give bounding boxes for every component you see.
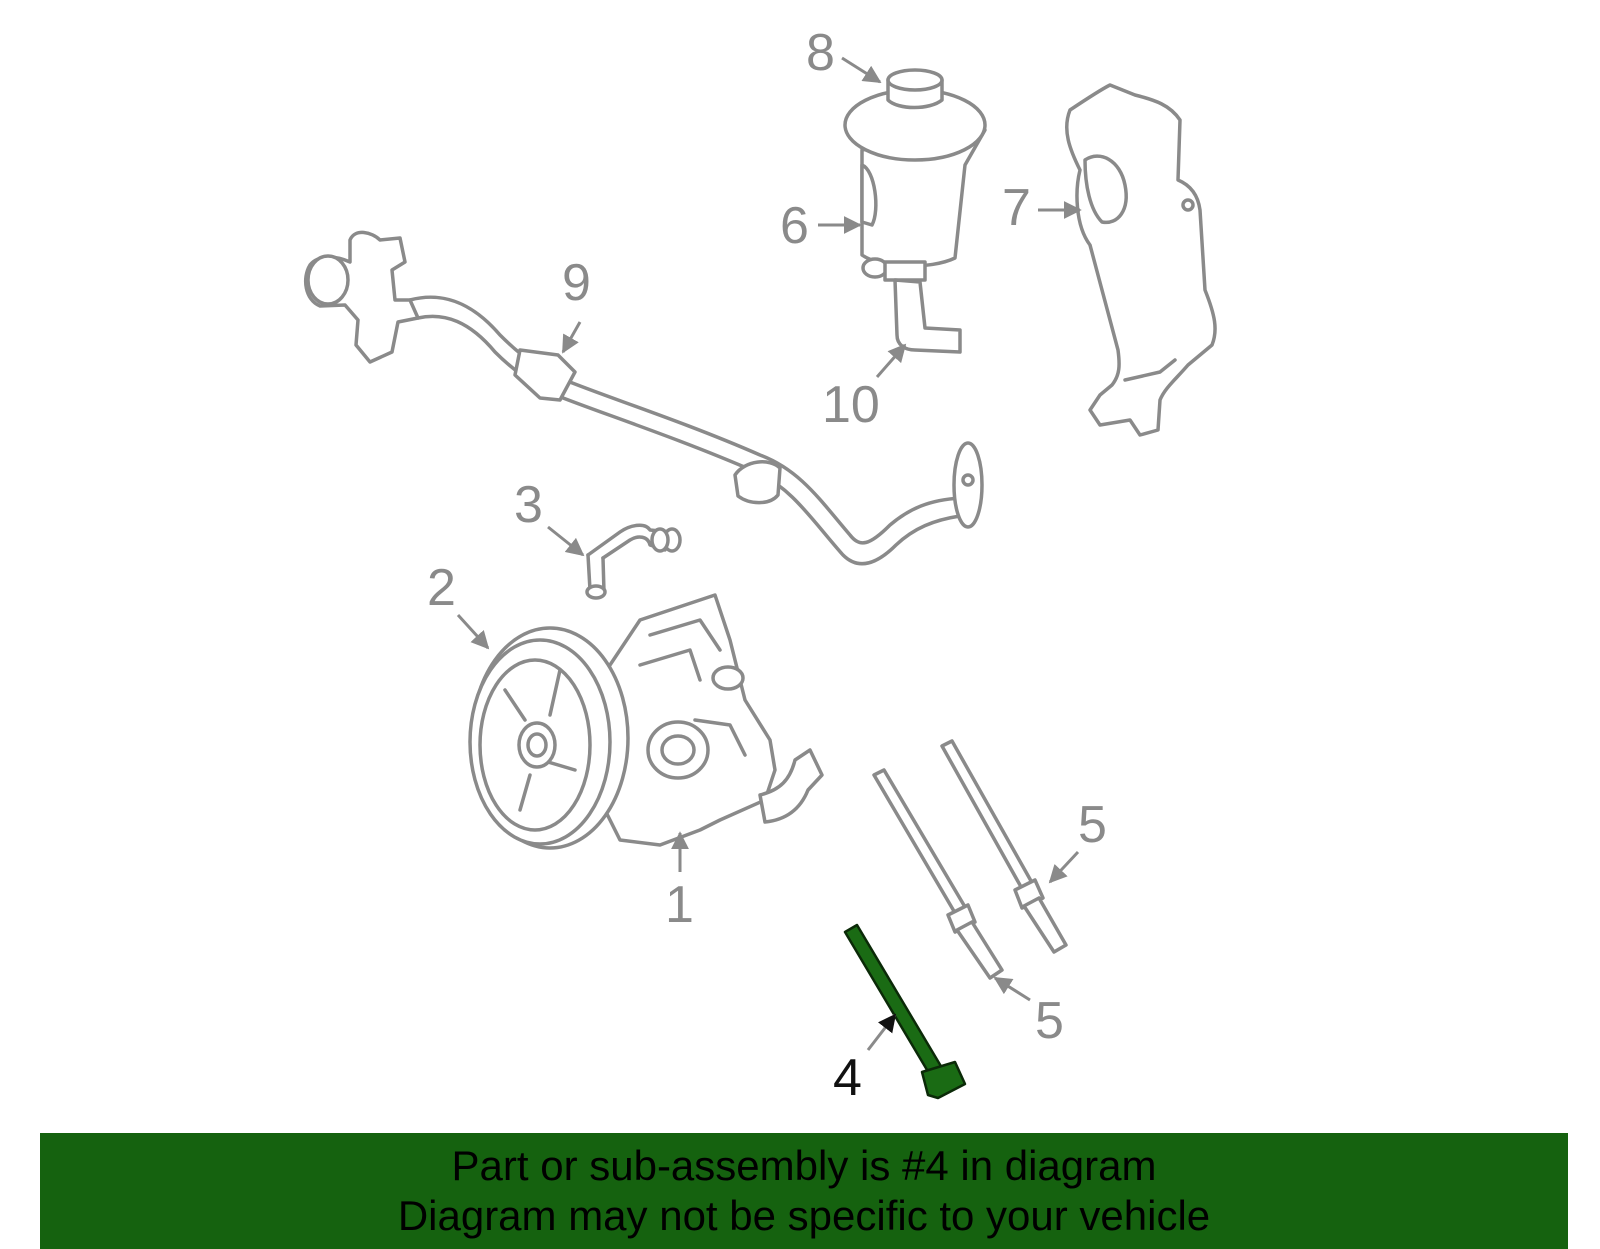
callout-8: 8 bbox=[806, 24, 835, 82]
tube-part-3 bbox=[585, 523, 682, 600]
bracket-part-7 bbox=[1065, 83, 1217, 437]
callout-4-highlighted: 4 bbox=[833, 1049, 862, 1107]
pressure-hose-part-9 bbox=[303, 230, 984, 566]
bolt-part-5a bbox=[872, 768, 1004, 980]
banner-line-part-number: Part or sub-assembly is #4 in diagram bbox=[451, 1142, 1157, 1189]
callout-5-lower: 5 bbox=[1035, 992, 1064, 1050]
return-hose-part-10 bbox=[893, 278, 962, 354]
callout-9: 9 bbox=[562, 254, 591, 312]
banner-line-disclaimer: Diagram may not be specific to your vehi… bbox=[397, 1192, 1211, 1239]
leader-lines bbox=[456, 56, 1082, 1051]
callout-10: 10 bbox=[822, 376, 880, 434]
bolt-part-5b bbox=[940, 739, 1068, 954]
reservoir-part-6 bbox=[843, 68, 987, 282]
info-banner: Part or sub-assembly is #4 in diagram Di… bbox=[40, 1133, 1568, 1249]
callout-6: 6 bbox=[780, 197, 809, 255]
callout-1: 1 bbox=[665, 876, 694, 934]
callout-3: 3 bbox=[514, 476, 543, 534]
pulley-part-2 bbox=[468, 626, 630, 850]
callout-2: 2 bbox=[427, 559, 456, 617]
callout-5-upper: 5 bbox=[1078, 796, 1107, 854]
pump-part-1 bbox=[598, 593, 824, 847]
bolt-part-4-highlighted bbox=[843, 923, 967, 1100]
callout-7: 7 bbox=[1002, 179, 1031, 237]
